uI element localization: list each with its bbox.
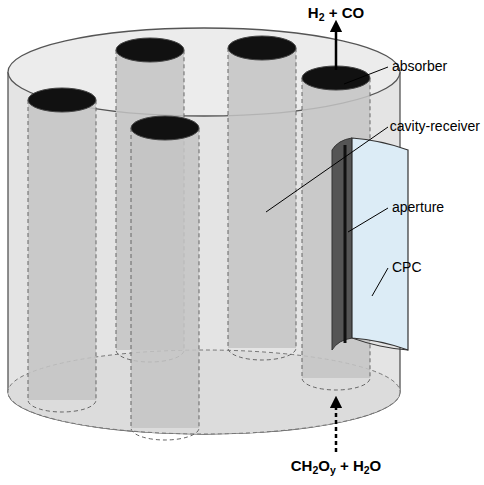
absorber-tube (28, 88, 96, 412)
outlet-arrow (335, 26, 338, 70)
aperture-line (344, 145, 347, 343)
part-label: absorber (392, 58, 447, 74)
part-label: aperture (392, 199, 444, 215)
leader-line (344, 67, 388, 84)
inlet-arrow (335, 402, 338, 452)
product-label: H2 + CO (308, 4, 364, 21)
cavity-wall (8, 72, 400, 434)
part-label: CPC (392, 259, 422, 275)
leader-line (266, 127, 388, 212)
leader-line (348, 208, 388, 232)
absorber-tube (131, 116, 199, 440)
absorber-tubes (28, 36, 370, 440)
leader-line (372, 268, 388, 296)
cpc-concentrator (332, 138, 408, 350)
part-label: cavity-receiver (390, 118, 480, 134)
feed-label: CH2Oy + H2O (291, 457, 381, 474)
